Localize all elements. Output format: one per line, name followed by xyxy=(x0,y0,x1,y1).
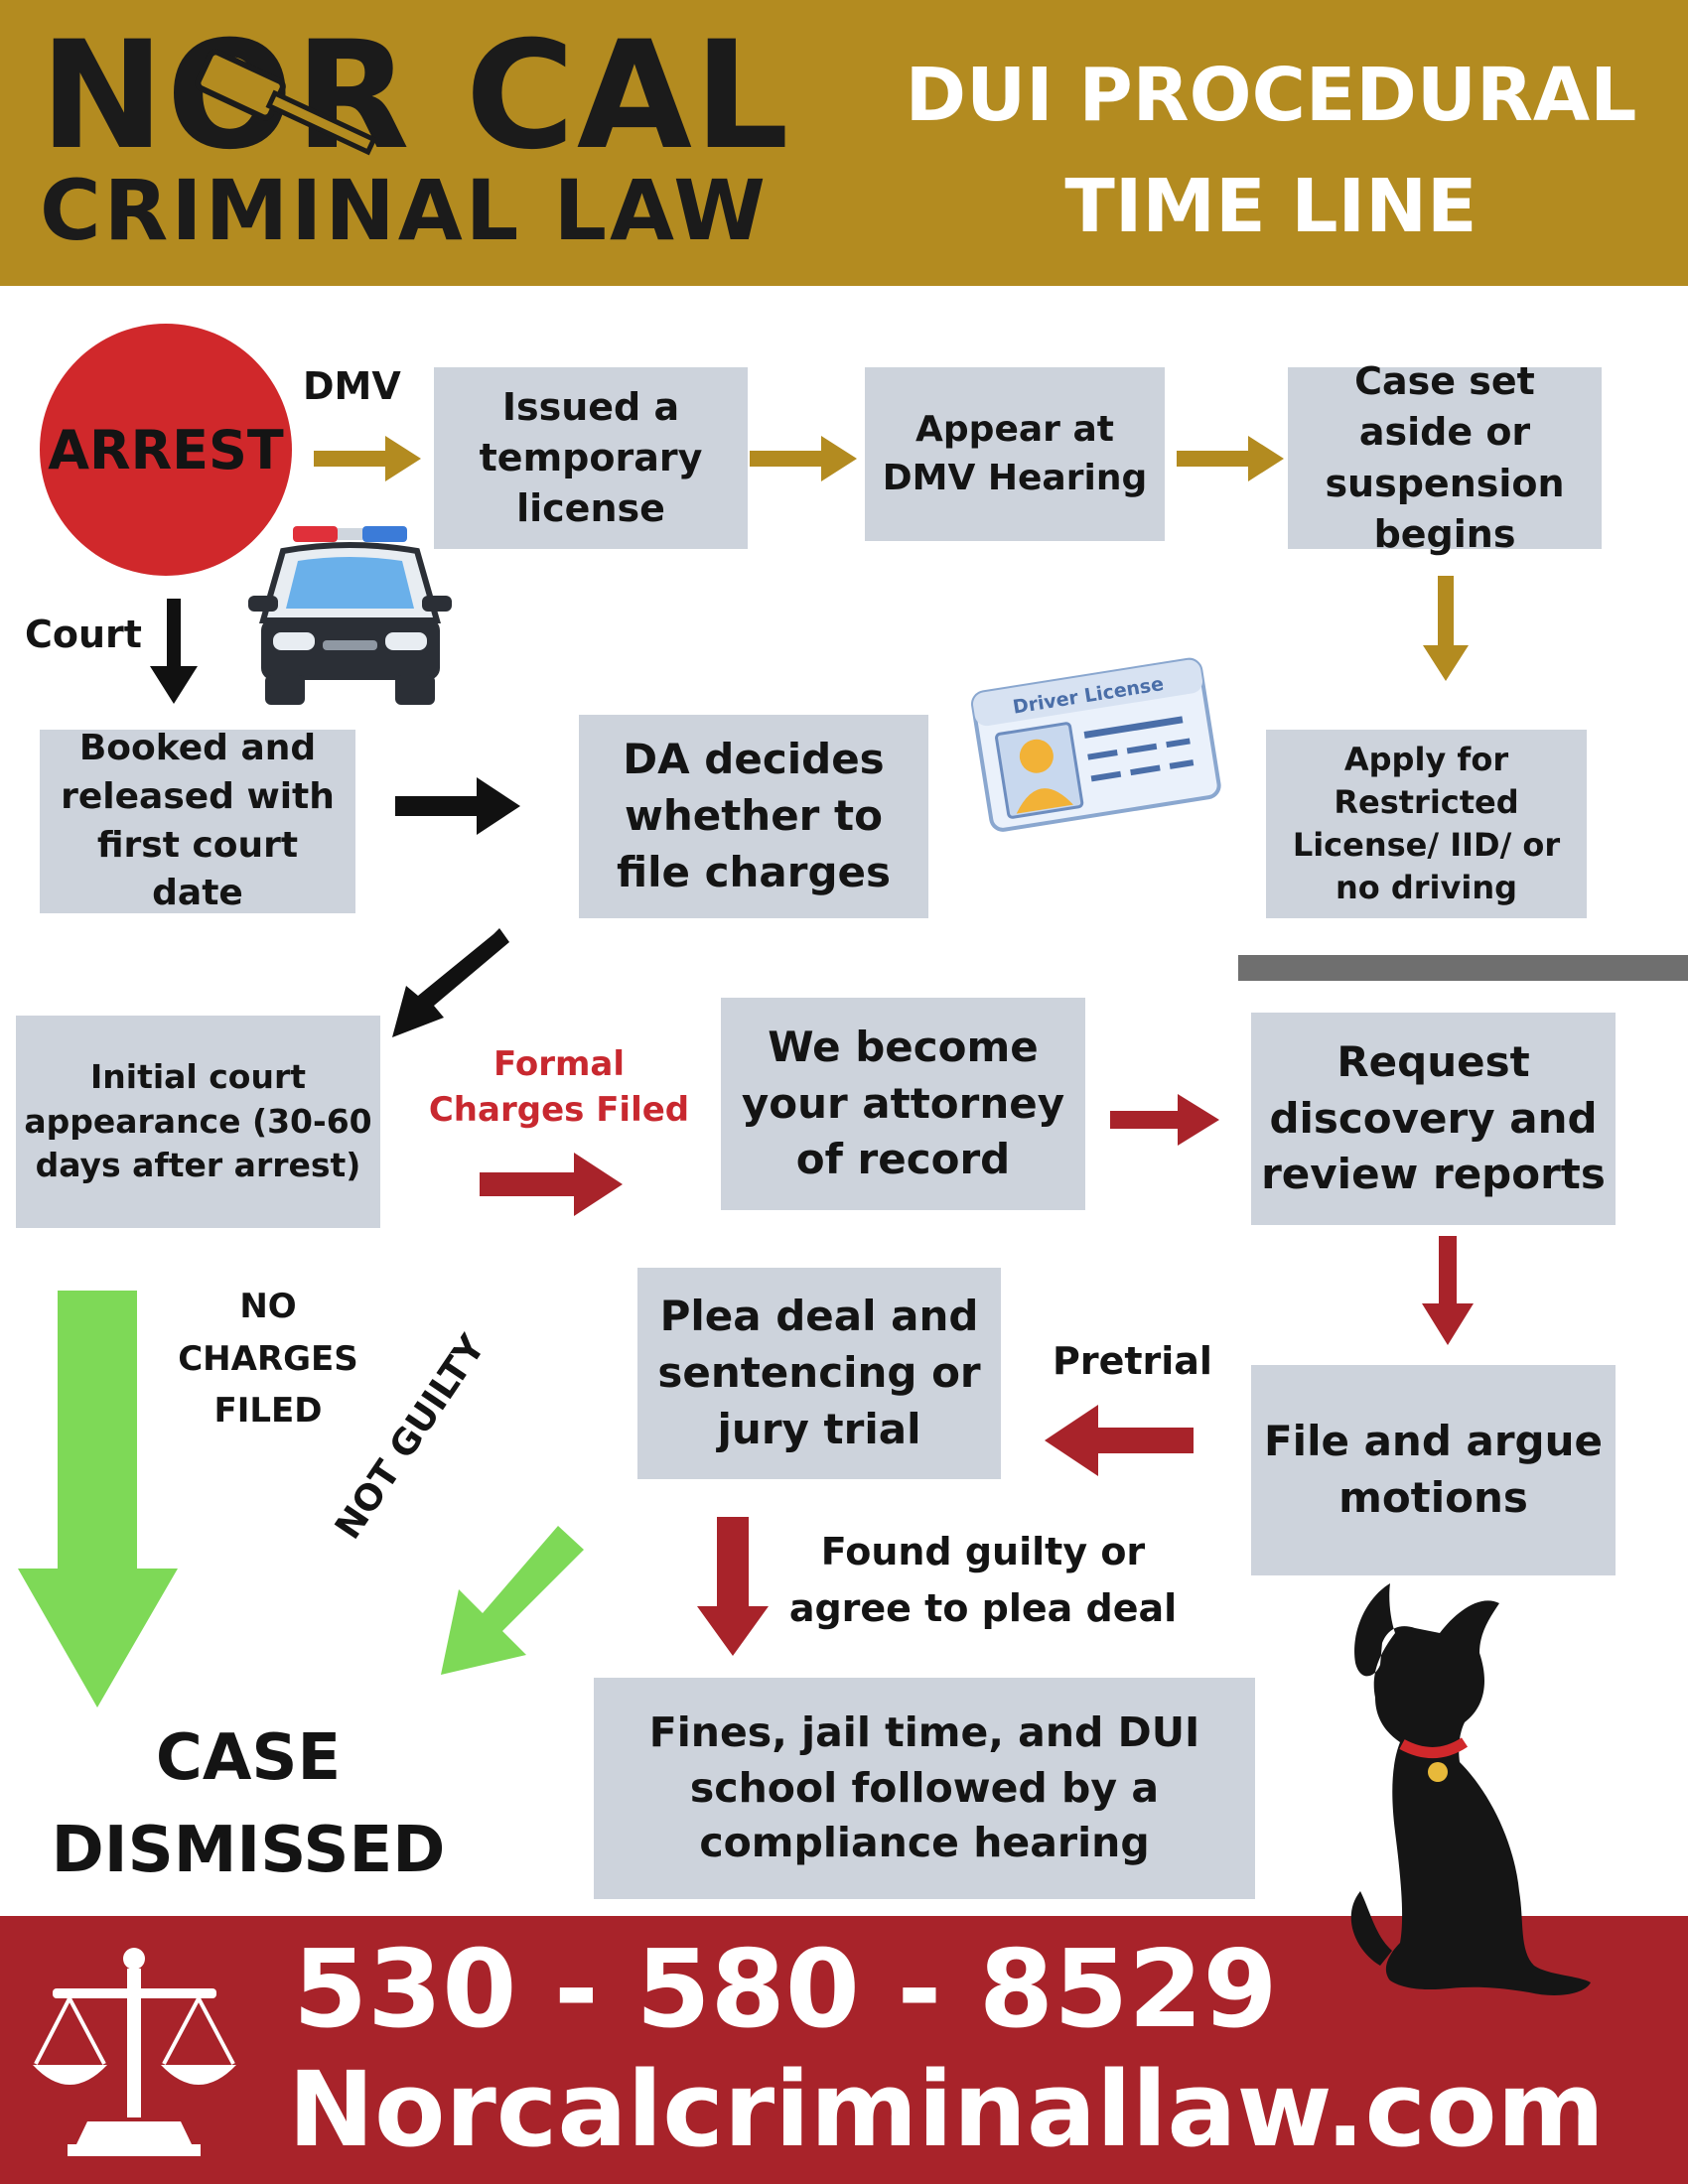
arrow-arrest-to-temp-license xyxy=(314,436,421,481)
box-discovery: Request discovery and review reports xyxy=(1251,1013,1616,1225)
box-plea: Plea deal and sentencing or jury trial xyxy=(637,1268,1001,1479)
gavel-icon xyxy=(195,49,377,156)
page-title: DUI PROCEDURAL TIME LINE xyxy=(905,53,1637,249)
arrow-da-to-initial xyxy=(392,928,509,1037)
logo-line1: NOR CAL xyxy=(40,10,791,183)
dog-silhouette-icon xyxy=(1350,1583,1591,1995)
scales-of-justice-icon xyxy=(33,1948,236,2156)
box-dmv-hearing: Appear at DMV Hearing xyxy=(865,367,1165,541)
arrow-booked-to-da xyxy=(395,777,520,835)
header-banner xyxy=(0,0,1688,286)
arrow-temp-to-dmv xyxy=(750,436,857,481)
box-case-aside: Case set aside or suspension begins xyxy=(1288,359,1602,556)
arrow-initial-to-attorney xyxy=(480,1153,623,1216)
arrow-dmv-to-case-aside xyxy=(1177,436,1284,481)
police-car-icon xyxy=(248,526,452,705)
court-label: Court xyxy=(25,613,142,656)
arrow-discovery-to-motions xyxy=(1422,1236,1474,1345)
arrow-no-charges-green xyxy=(18,1291,178,1707)
arrest-label: ARREST xyxy=(48,418,284,481)
arrow-plea-to-fines xyxy=(697,1517,769,1656)
found-guilty-label: Found guilty or agree to plea deal xyxy=(788,1530,1178,1630)
arrow-arrest-to-booked xyxy=(150,599,198,704)
box-booked: Booked and released with first court dat… xyxy=(40,728,355,913)
pretrial-label: Pretrial xyxy=(1053,1339,1212,1383)
arrest-circle: ARREST xyxy=(40,324,292,576)
website-link[interactable]: Norcalcriminallaw.com xyxy=(288,2049,1605,2170)
divider-bar xyxy=(1238,955,1688,981)
box-da-decides: DA decides whether to file charges xyxy=(579,715,928,918)
arrow-motions-to-plea xyxy=(1045,1405,1194,1476)
phone-number[interactable]: 530 - 580 - 8529 xyxy=(293,1928,1278,2052)
case-dismissed: CASE DISMISSED xyxy=(51,1721,446,1887)
formal-charges-label: Formal Charges Filed xyxy=(428,1044,690,1130)
dmv-label: DMV xyxy=(303,364,401,408)
arrow-not-guilty-green xyxy=(441,1526,584,1675)
arrow-attorney-to-discovery xyxy=(1110,1094,1219,1146)
box-initial-appearance: Initial court appearance (30-60 days aft… xyxy=(16,1016,380,1228)
no-charges-label: NO CHARGES FILED xyxy=(178,1287,358,1432)
arrow-case-aside-down xyxy=(1423,576,1469,681)
driver-license-icon: Driver License xyxy=(971,657,1221,832)
box-motions: File and argue motions xyxy=(1251,1365,1616,1575)
logo-line2: CRIMINAL LAW xyxy=(40,162,769,259)
box-fines: Fines, jail time, and DUI school followe… xyxy=(594,1678,1255,1899)
box-attorney: We become your attorney of record xyxy=(721,998,1085,1210)
box-temp-license: Issued a temporary license xyxy=(434,367,748,549)
box-restricted-license: Apply for Restricted License/ IID/ or no… xyxy=(1266,730,1587,918)
